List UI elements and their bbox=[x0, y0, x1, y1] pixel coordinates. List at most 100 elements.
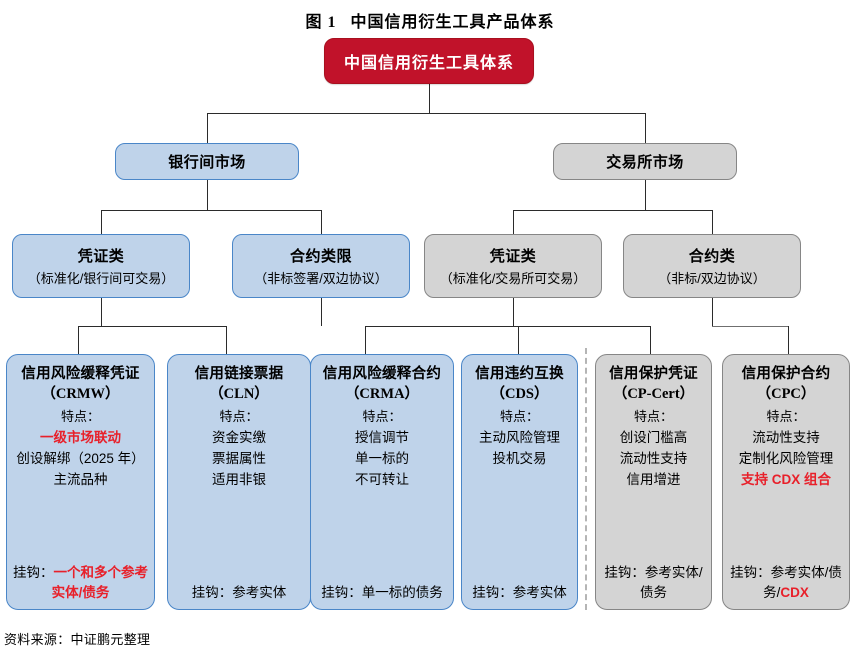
category-label: 凭证类 bbox=[77, 248, 125, 265]
product-link-suffix: CDX bbox=[780, 585, 809, 600]
connector-to-cat-4 bbox=[712, 210, 713, 234]
product-feature: 单一标的 bbox=[355, 451, 409, 466]
category-node-exchange-certificate: 凭证类 （标准化/交易所可交易） bbox=[424, 234, 602, 298]
product-feature: 创设门槛高 bbox=[619, 430, 688, 445]
connector-to-product-3 bbox=[365, 326, 366, 354]
product-feature: 定制化风险管理 bbox=[738, 451, 834, 466]
connector-to-exchange bbox=[645, 113, 646, 143]
product-node-crma: 信用风险缓释合约 （CRMA） 特点： 授信调节 单一标的 不可转让 挂钩：单一… bbox=[310, 354, 454, 610]
category-sublabel: （标准化/交易所可交易） bbox=[439, 271, 587, 286]
connector-interbank-stem bbox=[207, 180, 208, 210]
product-feature: 投机交易 bbox=[492, 451, 547, 466]
product-link-label: 挂钩： bbox=[472, 585, 513, 600]
connector-level1-bus bbox=[207, 113, 646, 114]
product-code: （CRMA） bbox=[344, 386, 420, 402]
connector-cat3-bus bbox=[513, 326, 651, 327]
product-feature-label: 特点： bbox=[499, 409, 539, 424]
root-node: 中国信用衍生工具体系 bbox=[324, 38, 534, 84]
product-feature: 主动风险管理 bbox=[479, 430, 560, 445]
product-link-label: 挂钩： bbox=[730, 565, 771, 580]
category-label: 凭证类 bbox=[489, 248, 537, 265]
connector-to-cat-1 bbox=[101, 210, 102, 234]
category-label: 合约类 bbox=[688, 248, 736, 265]
product-link-label: 挂钩： bbox=[13, 565, 54, 580]
product-feature: 不可转让 bbox=[355, 472, 409, 487]
product-link: 挂钩：参考实体 bbox=[173, 583, 305, 603]
product-node-cds: 信用违约互换 （CDS） 特点： 主动风险管理 投机交易 挂钩：参考实体 bbox=[461, 354, 578, 610]
connector-to-product-2 bbox=[226, 326, 227, 354]
product-node-cpc: 信用保护合约 （CPC） 特点： 流动性支持 定制化风险管理 支持 CDX 组合… bbox=[722, 354, 850, 610]
market-label: 交易所市场 bbox=[606, 154, 684, 171]
connector-to-product-5 bbox=[650, 326, 651, 354]
product-feature-label: 特点： bbox=[60, 409, 100, 424]
product-feature: 流动性支持 bbox=[619, 451, 688, 466]
product-code: （CP-Cert） bbox=[612, 386, 695, 402]
product-link-value: 一个和多个参考实体/债务 bbox=[51, 565, 148, 600]
product-name: 信用链接票据 bbox=[194, 366, 284, 382]
category-label: 合约类限 bbox=[289, 248, 352, 265]
product-link-label: 挂钩： bbox=[604, 565, 645, 580]
product-name: 信用违约互换 bbox=[475, 366, 564, 382]
category-sublabel: （非标签署/双边协议） bbox=[254, 271, 388, 286]
category-sublabel: （非标/双边协议） bbox=[658, 271, 766, 286]
connector-to-product-1 bbox=[78, 326, 79, 354]
product-link-label: 挂钩： bbox=[191, 585, 233, 600]
product-node-cp-cert: 信用保护凭证 （CP-Cert） 特点： 创设门槛高 流动性支持 信用增进 挂钩… bbox=[595, 354, 712, 610]
product-link-label: 挂钩： bbox=[321, 585, 362, 600]
product-link-value: 单一标的债务 bbox=[361, 585, 443, 600]
product-feature: 支持 CDX 组合 bbox=[740, 472, 831, 487]
product-name: 信用风险缓释合约 bbox=[322, 366, 442, 382]
product-code: （CPC） bbox=[756, 386, 816, 402]
connector-exchange-stem bbox=[645, 180, 646, 210]
connector-interbank-bus bbox=[101, 210, 322, 211]
connector-cat4-bus bbox=[712, 326, 789, 327]
root-label: 中国信用衍生工具体系 bbox=[343, 55, 514, 72]
connector-to-product-4 bbox=[518, 326, 519, 354]
product-code: （CRMW） bbox=[41, 386, 120, 402]
product-feature: 适用非银 bbox=[212, 472, 266, 487]
product-feature: 授信调节 bbox=[355, 430, 409, 445]
market-label: 银行间市场 bbox=[168, 154, 246, 171]
connector-cat1-bus bbox=[78, 326, 227, 327]
connector-cat2-bus bbox=[365, 326, 519, 327]
category-node-interbank-contract: 合约类限 （非标签署/双边协议） bbox=[232, 234, 410, 298]
connector-cat1-stem bbox=[101, 298, 102, 326]
category-sublabel: （标准化/银行间可交易） bbox=[27, 271, 175, 286]
connector-to-product-6 bbox=[788, 326, 789, 354]
product-link-value: 参考实体/债务 bbox=[640, 565, 703, 600]
product-feature-label: 特点： bbox=[766, 409, 806, 424]
connector-to-interbank bbox=[207, 113, 208, 143]
product-feature: 流动性支持 bbox=[752, 430, 820, 445]
product-link: 挂钩：参考实体/债务/CDX bbox=[728, 563, 844, 603]
product-node-crmw: 信用风险缓释凭证 （CRMW） 特点： 一级市场联动 创设解绑（2025 年） … bbox=[6, 354, 155, 610]
connector-cat4-stem bbox=[712, 298, 713, 326]
connector-to-cat-2 bbox=[321, 210, 322, 234]
product-link-value: 参考实体 bbox=[512, 585, 567, 600]
product-link-value: 参考实体/债务/ bbox=[763, 565, 842, 600]
connector-exchange-bus bbox=[513, 210, 713, 211]
product-node-cln: 信用链接票据 （CLN） 特点： 资金实缴 票据属性 适用非银 挂钩：参考实体 bbox=[167, 354, 311, 610]
product-name: 信用保护合约 bbox=[741, 366, 831, 382]
market-divider bbox=[585, 348, 587, 610]
product-link: 挂钩：参考实体/债务 bbox=[601, 563, 706, 603]
source-note: 资料来源：中证鹏元整理 bbox=[4, 632, 151, 647]
connector-cat3-stem bbox=[513, 298, 514, 326]
product-link: 挂钩：参考实体 bbox=[467, 583, 572, 603]
product-feature: 一级市场联动 bbox=[40, 430, 121, 445]
connector-root-stem bbox=[429, 84, 430, 113]
product-link: 挂钩：一个和多个参考实体/债务 bbox=[12, 563, 149, 603]
product-feature: 创设解绑（2025 年） bbox=[16, 451, 145, 466]
product-feature: 票据属性 bbox=[212, 451, 266, 466]
product-name: 信用风险缓释凭证 bbox=[21, 366, 140, 382]
product-feature-label: 特点： bbox=[633, 409, 673, 424]
category-node-exchange-contract: 合约类 （非标/双边协议） bbox=[623, 234, 801, 298]
figure-title-text: 中国信用衍生工具产品体系 bbox=[350, 14, 555, 31]
product-feature: 信用增进 bbox=[626, 472, 681, 487]
product-feature: 资金实缴 bbox=[212, 430, 266, 445]
connector-cat2-stem bbox=[321, 298, 322, 326]
product-name: 信用保护凭证 bbox=[609, 366, 698, 382]
product-feature-label: 特点： bbox=[219, 409, 259, 424]
connector-to-cat-3 bbox=[513, 210, 514, 234]
